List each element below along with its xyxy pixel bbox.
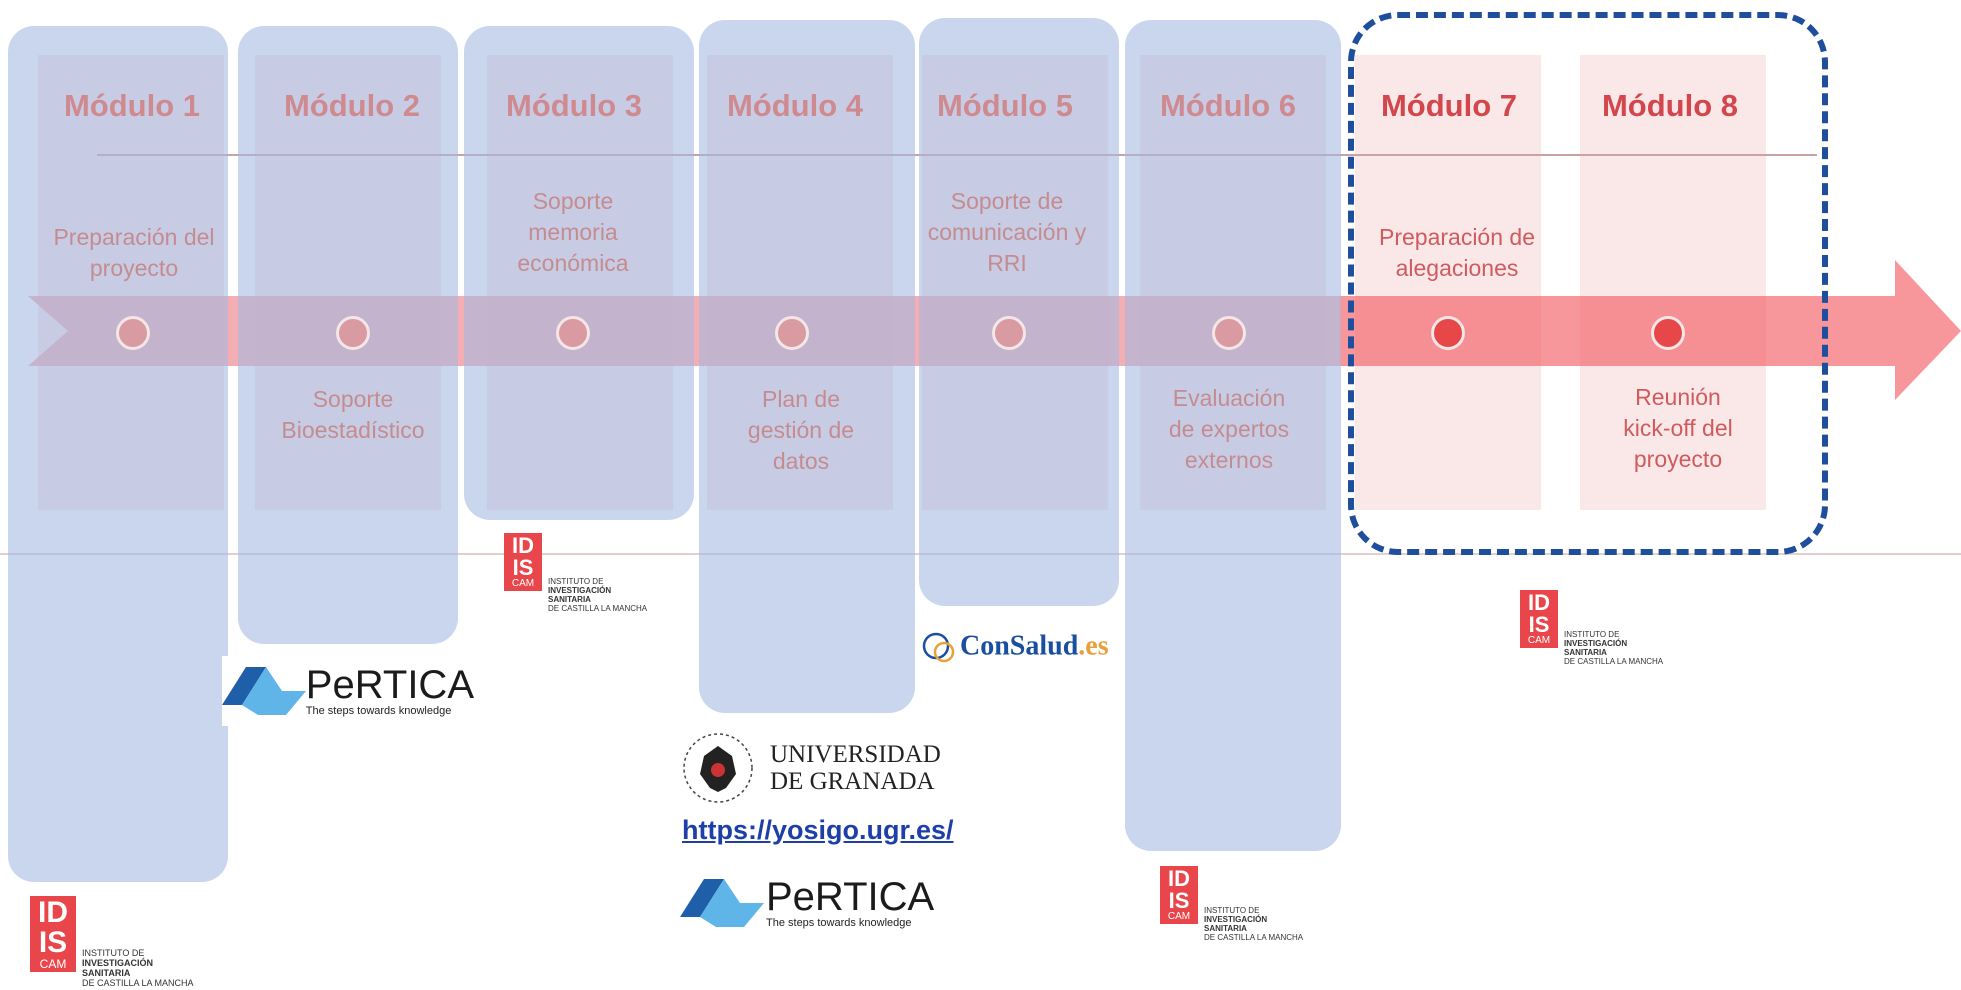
highlight-frame: [1348, 12, 1828, 555]
module-6-column: [1125, 20, 1341, 851]
pertica-mark-icon: [222, 667, 306, 715]
module-5-label: Soporte de comunicación y RRI: [927, 188, 1087, 276]
module-6-label: Evaluación de expertos externos: [1168, 385, 1290, 473]
pertica-tagline: The steps towards knowledge: [305, 705, 452, 717]
pertica-logo: PeRTICA The steps towards knowledge: [680, 868, 940, 938]
consalud-logo: ConSalud.es: [920, 628, 1109, 668]
timeline-dot-5: [992, 316, 1026, 350]
pertica-logo: PeRTICA The steps towards knowledge: [222, 656, 474, 726]
ugr-seal-icon: [683, 733, 753, 803]
module-3-label: Soporte memoria económica: [517, 188, 629, 276]
module-2-title: Módulo 2: [283, 88, 421, 123]
consalud-name: ConSalud: [960, 630, 1079, 662]
module-4-label: Plan de gestión de datos: [747, 386, 855, 474]
module-5-column: [919, 18, 1119, 606]
module-6-title: Módulo 6: [1159, 88, 1297, 123]
ugr-logo: UNIVERSIDAD DE GRANADA: [680, 730, 941, 806]
module-1-label: Preparación del proyecto: [53, 224, 215, 281]
pertica-mark-icon: [680, 879, 764, 927]
module-7-label: Preparación de alegaciones: [1379, 224, 1535, 281]
module-3-title: Módulo 3: [505, 88, 643, 123]
module-4-title: Módulo 4: [726, 88, 864, 123]
pertica-name: PeRTICA: [305, 663, 474, 707]
timeline-dot-6: [1212, 316, 1246, 350]
timeline-dot-1: [116, 316, 150, 350]
module-1-title: Módulo 1: [63, 88, 201, 123]
module-2-label: Soporte Bioestadístico: [281, 386, 425, 443]
ugr-name-line2: DE GRANADA: [770, 768, 935, 795]
timeline-dot-2: [336, 316, 370, 350]
timeline-dot-7: [1431, 316, 1465, 350]
module-5-title: Módulo 5: [936, 88, 1074, 123]
ugr-name-line1: UNIVERSIDAD: [770, 741, 941, 768]
timeline-dot-8: [1651, 316, 1685, 350]
timeline-dot-4: [775, 316, 809, 350]
module-7-title: Módulo 7: [1380, 88, 1518, 123]
module-3-column: [464, 26, 694, 520]
yosigo-link[interactable]: https://yosigo.ugr.es/: [682, 815, 954, 845]
module-8-label: Reunión kick-off del proyecto: [1623, 384, 1733, 472]
bg-card: [1580, 55, 1766, 510]
consalud-rings-icon: [922, 632, 955, 663]
timeline-dot-3: [556, 316, 590, 350]
module-1-column: [8, 26, 228, 882]
module-8-title: Módulo 8: [1601, 88, 1739, 123]
module-4-column: [699, 20, 915, 713]
bg-card: [1355, 55, 1541, 510]
pertica-name: PeRTICA: [766, 875, 935, 919]
timeline-arrow-head: [1340, 260, 1961, 400]
pertica-tagline: The steps towards knowledge: [766, 917, 912, 929]
consalud-suffix: .es: [1078, 630, 1109, 662]
